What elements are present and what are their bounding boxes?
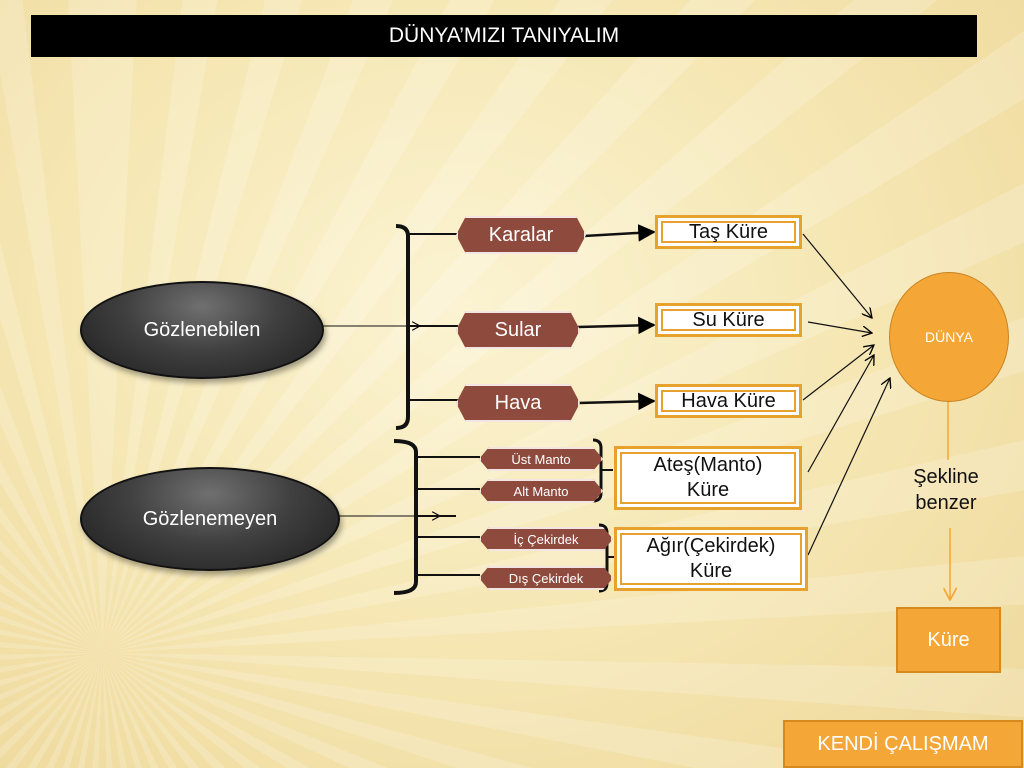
pill-hava: Hava [456, 384, 580, 422]
box-manto-kure-line2: Küre [686, 479, 730, 501]
pill-sular-label: Sular [494, 318, 542, 341]
pill-hava-label: Hava [494, 391, 542, 414]
unobservable-oval: Gözlenemeyen [80, 467, 340, 571]
pill-ust-manto: Üst Manto [479, 447, 603, 471]
box-manto-kure-line1: Ateş(Manto) [653, 454, 763, 476]
pill-ust-manto-label: Üst Manto [511, 451, 571, 467]
pill-ic-cekirdek-label: İç Çekirdek [513, 531, 579, 547]
box-su-kure: Su Küre [655, 303, 802, 337]
pill-karalar-label: Karalar [488, 223, 554, 246]
box-cekirdek-kure-line1: Ağır(Çekirdek) [646, 535, 776, 557]
earth-circle: DÜNYA [889, 272, 1009, 402]
box-manto-kure: Ateş(Manto) Küre [614, 446, 802, 510]
pill-alt-manto: Alt Manto [479, 479, 603, 503]
box-su-kure-label: Su Küre [692, 308, 765, 331]
box-tas-kure-label: Taş Küre [689, 220, 768, 243]
shape-text-line2: benzer [915, 492, 977, 514]
box-tas-kure: Taş Küre [655, 215, 802, 249]
page-title-text: DÜNYA’MIZI TANIYALIM [388, 24, 620, 47]
page-title: DÜNYA’MIZI TANIYALIM [31, 15, 977, 57]
box-hava-kure: Hava Küre [655, 384, 802, 418]
result-label: Küre [927, 628, 970, 651]
shape-text: Şekline benzer [892, 464, 1000, 516]
pill-dis-cekirdek-label: Dış Çekirdek [508, 570, 584, 586]
earth-label: DÜNYA [925, 329, 973, 345]
pill-alt-manto-label: Alt Manto [513, 483, 569, 499]
pill-ic-cekirdek: İç Çekirdek [479, 527, 613, 551]
upper-bracket [395, 224, 410, 430]
my-work-button[interactable]: KENDİ ÇALIŞMAM [783, 720, 1023, 768]
lower-bracket [393, 439, 418, 595]
observable-oval: Gözlenebilen [80, 281, 324, 379]
observable-label: Gözlenebilen [143, 318, 261, 341]
result-box: Küre [896, 607, 1001, 673]
box-cekirdek-kure: Ağır(Çekirdek) Küre [614, 527, 808, 591]
my-work-button-label: KENDİ ÇALIŞMAM [817, 732, 989, 755]
unobservable-label: Gözlenemeyen [142, 507, 278, 530]
box-hava-kure-label: Hava Küre [681, 389, 776, 412]
pill-dis-cekirdek: Dış Çekirdek [479, 566, 613, 590]
box-cekirdek-kure-line2: Küre [689, 560, 733, 582]
pill-sular: Sular [456, 311, 580, 349]
pill-karalar: Karalar [456, 216, 586, 254]
shape-text-line1: Şekline [913, 466, 979, 488]
